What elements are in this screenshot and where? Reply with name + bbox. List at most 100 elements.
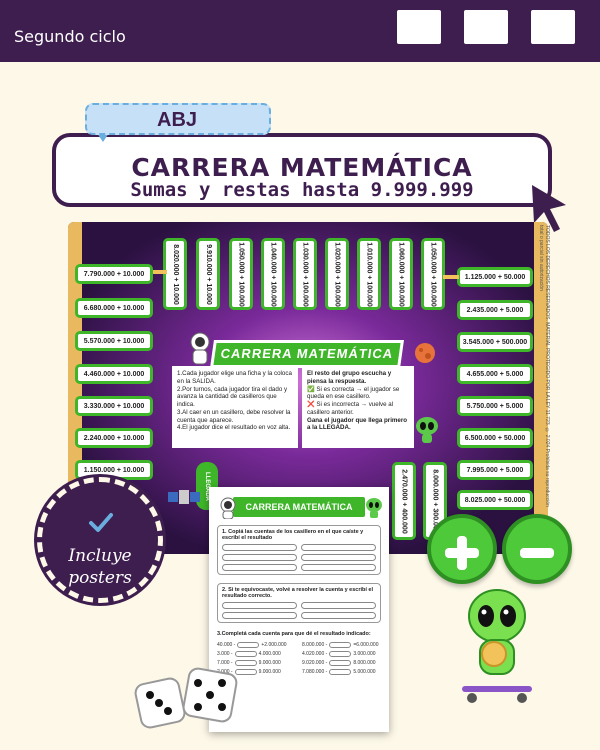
blank	[329, 642, 352, 648]
board-cell-left-3: 5.570.000 + 10.000	[75, 331, 153, 351]
q3-item-a: 8.000.000 -	[302, 642, 328, 648]
rule-line: 2.Por turnos, cada jugador tira el dado …	[177, 385, 288, 409]
answer-line	[222, 544, 297, 551]
copyright-text: TODOS LOS DERECHOS RESERVADOS. MATERIAL …	[538, 225, 550, 507]
rule-line: ❌ Si es incorrecta → vuelve al casillero…	[307, 401, 394, 416]
abj-tag: ABJ	[85, 103, 271, 135]
board-cell-right-3: 3.545.000 + 500.000	[457, 332, 533, 352]
board-cell-left-4: 4.460.000 + 10.000	[75, 364, 153, 384]
question-2-text: 2. Si te equivocaste, volvé a resolver l…	[222, 587, 374, 599]
q3-item-a: 2.000 -	[217, 669, 233, 675]
q3-item-b: +2.000.000	[261, 642, 287, 648]
alien-skateboard-icon	[462, 589, 532, 703]
board-cell-top-7: 1.010.000 + 100.000	[357, 238, 381, 310]
board-cell-top-5-text: 1.030.000 + 100.000	[301, 241, 309, 307]
answer-line	[222, 564, 297, 571]
q3-item-b: 8.000.000	[353, 660, 376, 666]
question-3-text: 3.Completá cada cuenta para que dé el re…	[217, 631, 371, 637]
dice-icon	[134, 667, 238, 729]
blank	[329, 669, 352, 675]
minus-icon	[502, 514, 572, 584]
board-cell-right-2: 2.435.000 + 5.000	[457, 300, 533, 320]
rule-line: 4.El jugador dice el resultado en voz al…	[177, 424, 291, 432]
answer-line	[301, 602, 376, 609]
board-cell-top-6: 1.020.000 + 100.000	[325, 238, 349, 310]
header-tile-3[interactable]	[531, 10, 575, 44]
q3-item-a: 7.000 -	[217, 660, 233, 666]
answer-line	[301, 554, 376, 561]
board-cell-top-9: 1.050.000 + 100.000	[421, 238, 445, 310]
rules-right-panel: El resto del grupo escucha y piensa la r…	[302, 366, 414, 448]
board-cell-top-8-text: 1.060.000 + 100.000	[397, 241, 405, 307]
checkmark-icon	[89, 513, 113, 532]
planet-icon	[415, 343, 435, 363]
board-cell-top-5: 1.030.000 + 100.000	[293, 238, 317, 310]
alien-sheet-icon	[366, 498, 382, 518]
blank	[234, 669, 257, 675]
q3-item-a: 9.020.000 -	[302, 660, 328, 666]
board-cell-bottom-1: 2.470.000 + 400.000	[392, 462, 416, 540]
board-cell-top-1: 8.020.000 + 10.000	[163, 238, 187, 310]
board-cell-left-7: 1.150.000 + 10.000	[75, 460, 153, 480]
worksheet-title: CARRERA MATEMÁTICA	[233, 497, 365, 517]
answer-line	[301, 544, 376, 551]
rule-line: 3.Al caer en un casillero, debe resolver…	[177, 408, 291, 424]
answer-lines	[222, 602, 376, 619]
board-cell-left-2: 6.680.000 + 10.000	[75, 298, 153, 318]
rules-left-panel: 1.Cada jugador elige una ficha y la colo…	[172, 366, 298, 448]
answer-line	[222, 602, 297, 609]
board-cell-top-7-text: 1.010.000 + 100.000	[365, 241, 373, 307]
answer-line	[301, 564, 376, 571]
board-cell-top-1-text: 8.020.000 + 10.000	[171, 243, 179, 305]
product-subtitle: Sumas y restas hasta 9.999.999	[130, 179, 474, 201]
board-cell-left-6: 2.240.000 + 10.000	[75, 428, 153, 448]
board-cell-top-9-text: 1.050.000 + 100.000	[429, 241, 437, 307]
blank	[234, 651, 257, 657]
q3-item: 4.020.000 -3.000.000	[302, 651, 381, 657]
badge-line-2: posters	[68, 568, 132, 588]
worksheet-question-2: 2. Si te equivocaste, volvé a resolver l…	[217, 583, 381, 623]
board-center-banner: CARRERA MATEMÁTICA	[210, 340, 404, 368]
board-cell-top-4-text: 1.040.000 + 100.000	[269, 241, 277, 307]
board-cell-top-6-text: 1.020.000 + 100.000	[333, 241, 341, 307]
board-connector	[443, 275, 459, 279]
board-connector	[153, 270, 167, 274]
plus-icon	[427, 514, 497, 584]
q3-item: 40.000 - +2.000.000	[217, 642, 296, 648]
board-cell-top-2-text: 9.910.000 + 10.000	[204, 243, 212, 305]
q3-item-a: 40.000 -	[217, 642, 236, 648]
board-cell-top-2: 9.910.000 + 10.000	[196, 238, 220, 310]
includes-posters-badge: Incluye posters	[37, 477, 163, 603]
board-edge-right	[534, 222, 548, 554]
q3-item-b: =6.000.000	[353, 642, 379, 648]
product-title-box: CARRERA MATEMÁTICA Sumas y restas hasta …	[52, 133, 552, 207]
worksheet-question-1: 1. Copiá las cuentas de los casillero en…	[217, 525, 381, 575]
blank	[329, 660, 352, 666]
board-cell-bottom-1-text: 2.470.000 + 400.000	[400, 468, 408, 534]
header-tile-2[interactable]	[464, 10, 508, 44]
q3-item: 2.000 -9.000.000	[217, 669, 296, 675]
q3-item-a: 3.000 -	[217, 651, 233, 657]
cursor-icon	[532, 185, 566, 232]
board-cell-top-3: 1.050.000 + 100.000	[229, 238, 253, 310]
board-cell-left-1: 7.790.000 + 10.000	[75, 264, 153, 284]
worksheet-preview: CARRERA MATEMÁTICA 1. Copiá las cuentas …	[209, 487, 389, 732]
blank	[329, 651, 352, 657]
q3-item-b: 9.000.000	[258, 660, 281, 666]
header-tile-1[interactable]	[397, 10, 441, 44]
header-title: Segundo ciclo	[14, 27, 126, 46]
q3-item: 7.000 - 9.000.000	[217, 660, 296, 666]
question-3-grid: 40.000 - +2.000.000 8.000.000 - =6.000.000…	[217, 642, 381, 675]
board-cell-left-5: 3.330.000 + 10.000	[75, 396, 153, 416]
rule-line: El resto del grupo escucha y piensa la r…	[307, 370, 392, 385]
board-cell-right-7: 7.995.000 + 5.000	[457, 460, 533, 480]
board-cell-right-5: 5.750.000 + 5.000	[457, 396, 533, 416]
board-cell-right-6: 6.500.000 + 50.000	[457, 428, 533, 448]
answer-line	[222, 612, 297, 619]
q3-item-b: 5.000.000	[353, 669, 376, 675]
badge-line-1: Incluye	[68, 546, 132, 566]
q3-item: 8.000.000 - =6.000.000	[302, 642, 381, 648]
q3-item: 7.080.000 -5.000.000	[302, 669, 381, 675]
answer-lines	[222, 544, 376, 571]
q3-item-b: 3.000.000	[353, 651, 376, 657]
